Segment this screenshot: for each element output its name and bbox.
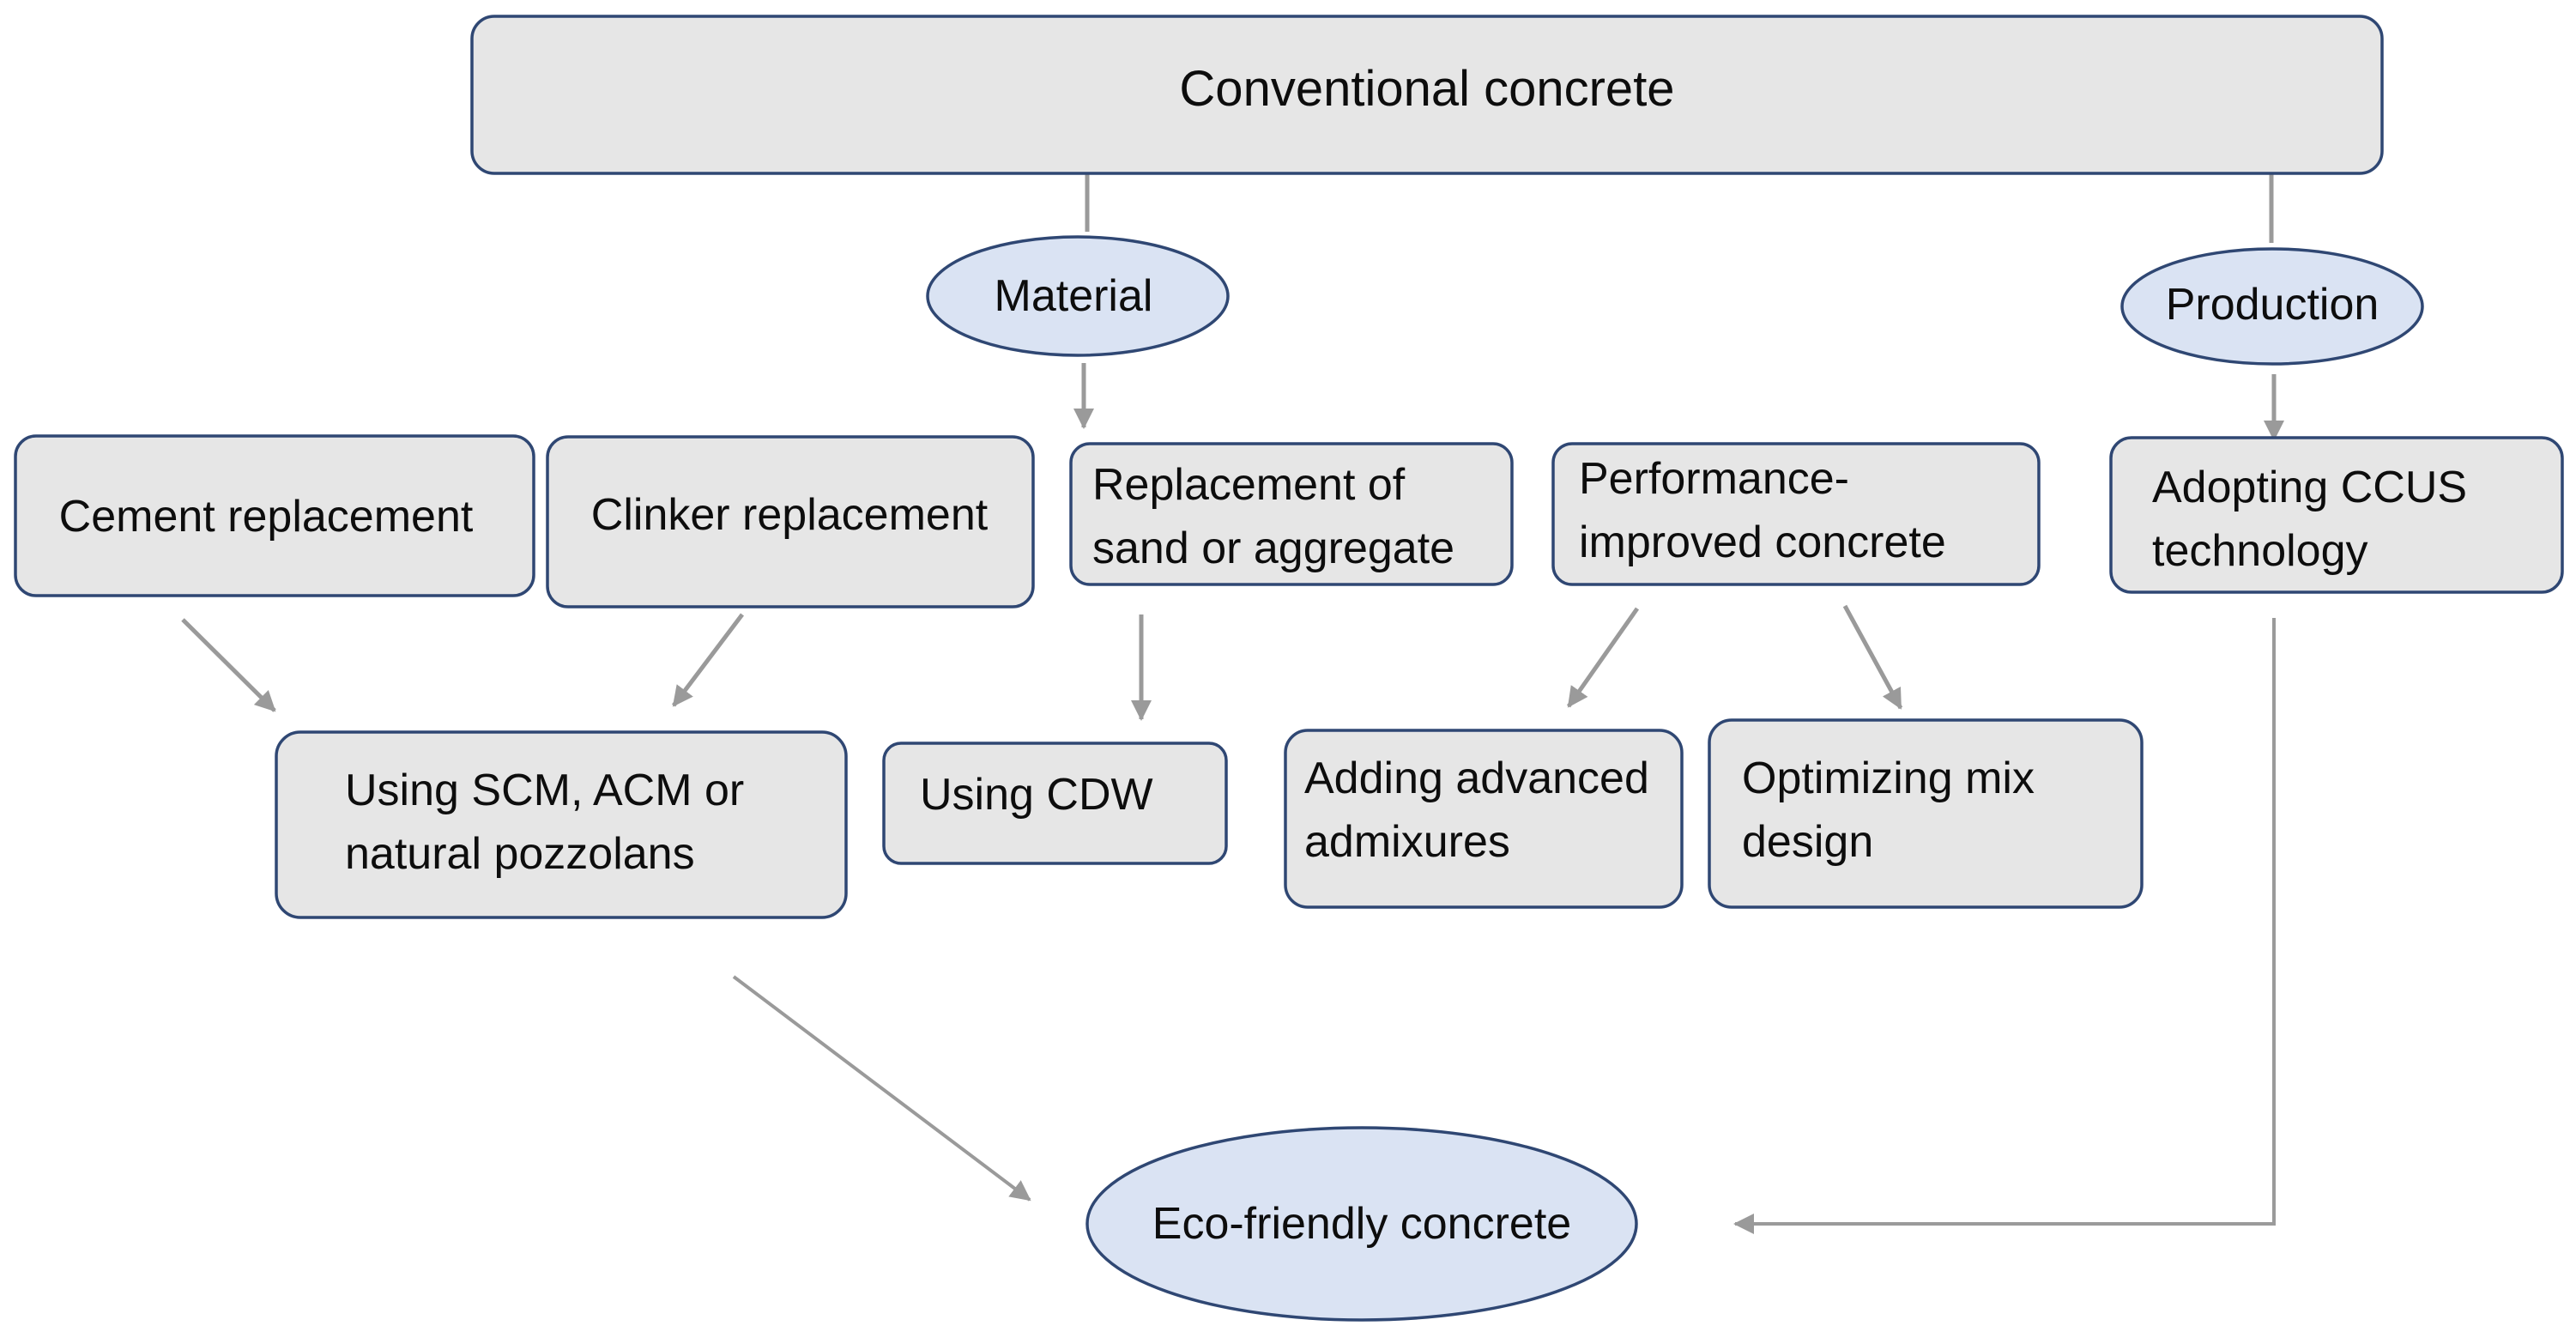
arrow-cement-scm (181, 618, 276, 712)
node-cement-replacement: Cement replacement (14, 434, 535, 597)
node-performance-improved: Performance- improved concrete (1551, 442, 2041, 586)
node-admixtures: Adding advanced admixures (1284, 729, 1684, 909)
ccus-label-line2: technology (2152, 526, 2368, 576)
node-cdw: Using CDW (882, 742, 1228, 865)
node-mix-design: Optimizing mix design (1708, 718, 2144, 909)
node-conventional-concrete: Conventional concrete (470, 15, 2384, 175)
admixtures-label-line1: Adding advanced (1304, 754, 1649, 803)
connectors (181, 166, 2284, 1234)
mix-design-label-line1: Optimizing mix (1742, 754, 2035, 803)
cement-replacement-label: Cement replacement (59, 492, 474, 542)
scm-label-line2: natural pozzolans (345, 829, 695, 879)
sand-replacement-label-line1: Replacement of (1092, 460, 1406, 510)
eco-friendly-label: Eco-friendly concrete (1152, 1199, 1571, 1249)
arrow-clinker-scm (672, 613, 744, 707)
material-label: Material (995, 271, 1153, 321)
clinker-replacement-label: Clinker replacement (591, 490, 989, 540)
arrow-scm-eco (732, 975, 1031, 1202)
cdw-label: Using CDW (920, 770, 1153, 820)
mix-design-label-line2: design (1742, 817, 1873, 867)
node-production: Production (2120, 247, 2424, 366)
arrow-performance-mixdesign (1842, 604, 1903, 710)
performance-label-line1: Performance- (1579, 454, 1849, 504)
sand-replacement-label-line2: sand or aggregate (1092, 524, 1454, 573)
ccus-label-line1: Adopting CCUS (2152, 463, 2467, 512)
arrow-ccus-eco (1733, 618, 2276, 1234)
node-eco-friendly: Eco-friendly concrete (1085, 1126, 1638, 1322)
scm-label-line1: Using SCM, ACM or (345, 766, 744, 815)
node-material: Material (926, 235, 1230, 357)
admixtures-label-line2: admixures (1304, 817, 1510, 867)
node-scm: Using SCM, ACM or natural pozzolans (275, 730, 848, 919)
node-ccus-technology: Adopting CCUS technology (2109, 436, 2564, 594)
production-label: Production (2166, 280, 2379, 330)
arrow-performance-admixtures (1566, 607, 1640, 708)
performance-label-line2: improved concrete (1579, 518, 1946, 567)
node-clinker-replacement: Clinker replacement (546, 435, 1035, 608)
conventional-label: Conventional concrete (1179, 61, 1674, 117)
node-sand-replacement: Replacement of sand or aggregate (1069, 442, 1514, 586)
